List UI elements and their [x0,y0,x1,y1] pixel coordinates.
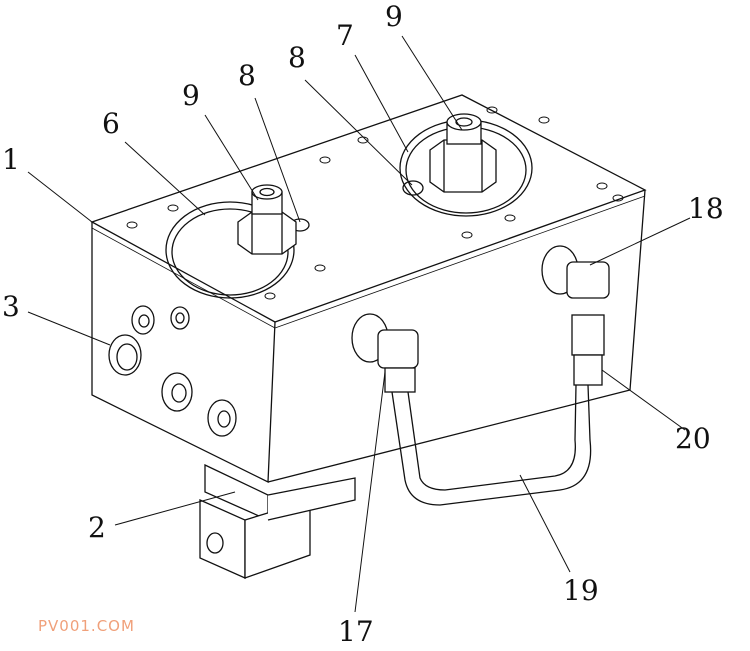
label-1: 1 [2,143,20,176]
label-17: 17 [338,615,374,648]
leader-lines [27,35,691,613]
nut-right [429,113,497,193]
label-8-left: 8 [238,59,256,92]
fitting-18 [541,245,610,386]
label-8-right: 8 [288,41,306,74]
ports [108,305,237,437]
label-18: 18 [688,192,724,225]
label-3: 3 [2,290,20,323]
label-9-right: 9 [385,0,403,33]
label-7: 7 [336,19,354,52]
watermark: PV001.COM [38,617,135,635]
nut-left [237,184,297,255]
solenoid [199,463,356,580]
label-20: 20 [675,422,711,455]
label-19: 19 [563,574,599,607]
label-9-left: 9 [182,79,200,112]
label-2: 2 [88,511,106,544]
pipe-19 [391,384,592,506]
fitting-17 [351,313,419,393]
label-6: 6 [102,107,120,140]
